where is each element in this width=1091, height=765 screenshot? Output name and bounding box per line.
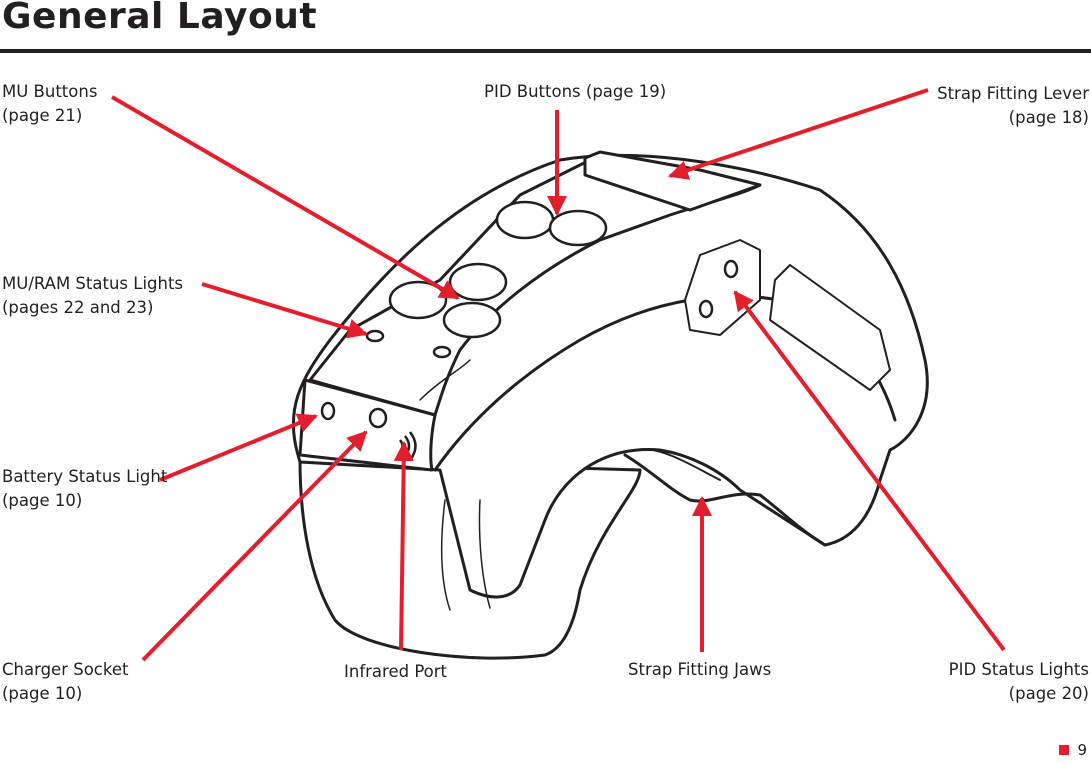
strap-jaws <box>623 453 827 547</box>
page-number: 9 <box>1059 741 1087 759</box>
arrow-pid-status <box>733 290 1006 652</box>
display-window <box>769 264 891 391</box>
title-rule <box>0 49 1091 53</box>
arrow-strap-lever <box>668 88 929 180</box>
pid-status-light-2 <box>698 299 714 319</box>
label-pid-buttons: PID Buttons (page 19) <box>484 82 667 101</box>
arrow-infrared <box>393 441 414 651</box>
battery-light <box>320 401 336 421</box>
mu-ram-light-2 <box>432 345 452 359</box>
device-drawing <box>291 150 929 660</box>
mu-ram-light-1 <box>365 329 385 343</box>
callout-arrows <box>110 88 1006 662</box>
arrow-battery <box>159 413 318 482</box>
label-strap-lever: Strap Fitting Lever (page 18) <box>937 84 1089 127</box>
device-details <box>320 200 739 461</box>
label-mu-buttons: MU Buttons (page 21) <box>2 82 98 125</box>
arrow-charger <box>141 430 368 662</box>
pid-status-light-1 <box>723 259 739 279</box>
mu-button-1 <box>448 262 508 302</box>
strap-lever <box>583 150 762 212</box>
label-infrared: Infrared Port <box>344 662 448 681</box>
mu-button-2 <box>388 280 448 320</box>
page-number-text: 9 <box>1077 741 1087 759</box>
label-charger: Charger Socket (page 10) <box>2 660 129 703</box>
mu-button-3 <box>442 301 502 339</box>
page-marker-square <box>1059 745 1070 755</box>
page-title: General Layout <box>2 0 318 37</box>
pid-button-1 <box>495 200 555 240</box>
charger-socket <box>368 407 388 429</box>
arrow-mu-ram <box>201 282 368 339</box>
label-mu-ram: MU/RAM Status Lights (pages 22 and 23) <box>2 274 184 317</box>
arrow-mu-buttons <box>110 95 460 300</box>
pid-button-2 <box>548 209 608 247</box>
label-strap-jaws: Strap Fitting Jaws <box>628 660 772 679</box>
label-pid-status: PID Status Lights (page 20) <box>948 660 1089 703</box>
label-battery: Battery Status Light (page 10) <box>2 467 168 510</box>
